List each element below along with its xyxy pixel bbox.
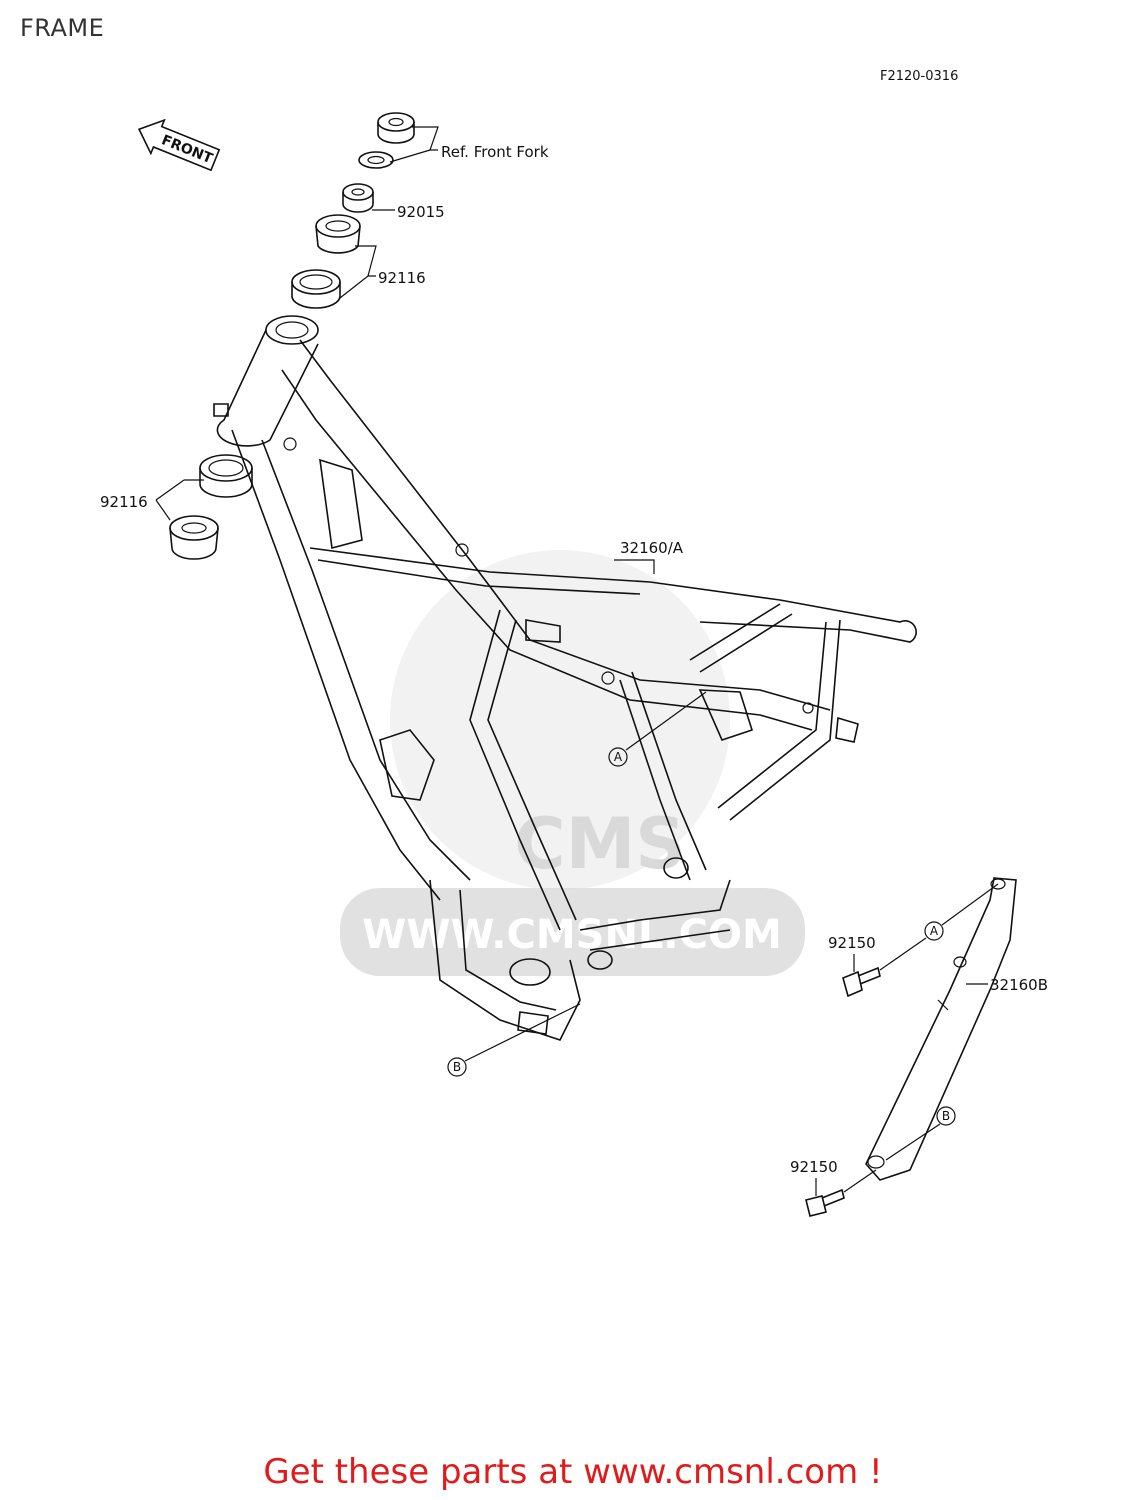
leader-lines-top [339, 126, 439, 299]
watermark-logo: WWW.CMSNL.COM CMS [340, 550, 805, 976]
promo-link-text[interactable]: Get these parts at www.cmsnl.com ! [263, 1452, 883, 1492]
bolt-92150-top [842, 937, 927, 998]
label-92116-top: 92116 [378, 269, 426, 287]
label-92150-top: 92150 [828, 934, 876, 952]
label-92116-left: 92116 [100, 493, 148, 511]
removable-rail-32160b [865, 877, 1017, 1181]
label-92150-bottom: 92150 [790, 1158, 838, 1176]
svg-text:A: A [930, 924, 939, 938]
callout-b-frame: B [447, 1003, 581, 1077]
callout-a-rail: A [924, 883, 999, 941]
callout-a-frame: A [608, 691, 707, 767]
front-arrow-icon: FRONT [137, 118, 221, 172]
svg-text:B: B [942, 1109, 950, 1123]
leader-32160a [614, 559, 655, 574]
label-32160a: 32160/A [620, 539, 684, 557]
main-frame [213, 315, 917, 1041]
diagram-code: F2120-0316 [880, 69, 958, 84]
bolt-92150-bottom [805, 1169, 877, 1217]
svg-text:B: B [453, 1060, 461, 1074]
svg-text:A: A [614, 750, 623, 764]
watermark-text: WWW.CMSNL.COM [362, 912, 782, 958]
page-title: FRAME [20, 14, 105, 42]
watermark-logo-text: CMS [514, 803, 685, 885]
label-32160b: 32160B [990, 976, 1048, 994]
label-92015: 92015 [397, 203, 445, 221]
label-ref-front-fork: Ref. Front Fork [441, 143, 549, 161]
lower-bearing-parts [155, 454, 253, 560]
steering-stem-parts [291, 112, 415, 309]
callout-b-rail: B [885, 1106, 956, 1161]
